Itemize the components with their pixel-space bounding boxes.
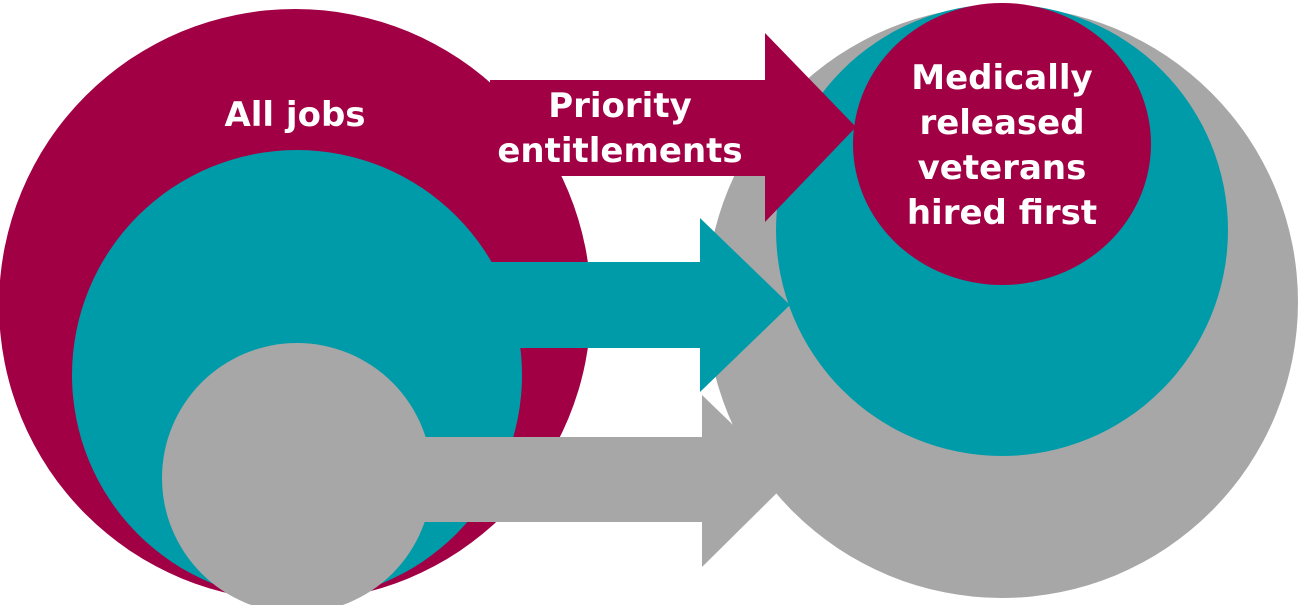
hired-first-label-line4: hired first bbox=[907, 193, 1097, 233]
inner-source-circle bbox=[162, 343, 432, 605]
teal-arrow bbox=[430, 218, 790, 392]
priority-label-line1: Priority bbox=[548, 86, 692, 126]
hired-first-label-line3: veterans bbox=[918, 148, 1087, 188]
priority-arrow bbox=[490, 33, 856, 222]
hired-first-circle bbox=[853, 3, 1151, 285]
priority-label-line2: entitlements bbox=[497, 131, 742, 171]
hired-first-label-line1: Medically bbox=[911, 58, 1092, 98]
all-jobs-label: All jobs bbox=[224, 95, 365, 135]
hired-first-label-line2: released bbox=[919, 103, 1084, 143]
